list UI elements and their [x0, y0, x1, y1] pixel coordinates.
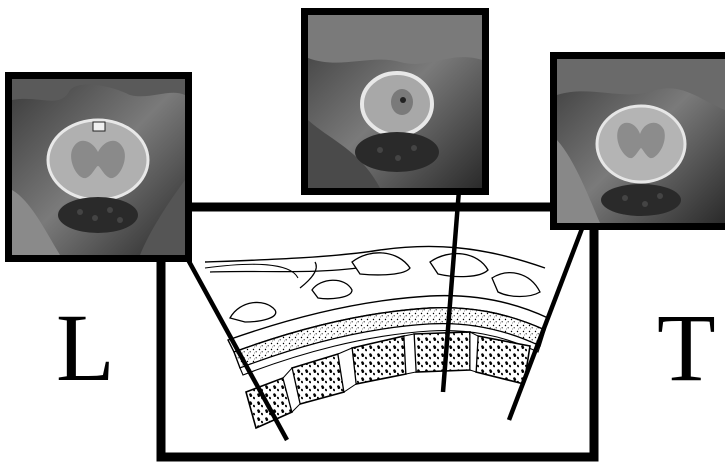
label-left-letter: L [56, 300, 115, 396]
mri-panel-right [550, 52, 725, 230]
mri-panel-left [5, 72, 192, 262]
mri-panel-center [301, 8, 489, 195]
label-right-letter: T [657, 300, 716, 396]
